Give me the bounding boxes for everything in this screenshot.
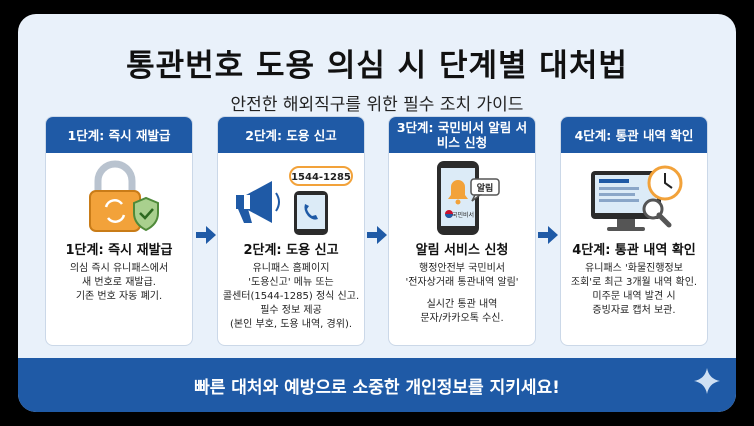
arrow-right-icon (196, 226, 216, 244)
step-title-1: 1단계: 즉시 재발급 (65, 243, 173, 258)
lock-shield-icon (89, 160, 159, 232)
svg-text:알림: 알림 (477, 182, 494, 194)
step-title-3: 알림 서비스 신청 (415, 243, 509, 258)
step-card-4: 4단계: 통관 내역 확인 4단계: 통관 내역 확인 유니패스 '화물진행정보… (560, 116, 708, 346)
megaphone-phone-icon: 1544-1285 (236, 166, 353, 235)
monitor-clock-icon (591, 165, 683, 231)
arrow-right-icon (367, 226, 387, 244)
step-desc-4: 유니패스 '화물진행정보 조회'로 최근 3개월 내역 확인. 미주문 내역 발… (570, 263, 698, 316)
step-card-1: 1단계: 즉시 재발급 1단계: 즉시 재발급 의심 즉시 유니패스에서 새 번… (45, 116, 193, 346)
smartphone-bell-icon: 국민비서 알림 (437, 161, 500, 235)
step-title-4: 4단계: 통관 내역 확인 (572, 243, 696, 258)
sparkle-icon (694, 368, 720, 394)
infographic-card: 통관번호 도용 의심 시 단계별 대처법 안전한 해외직구를 위한 필수 조치 … (18, 14, 736, 412)
step-header-1: 1단계: 즉시 재발급 (46, 117, 192, 153)
step-header-2: 2단계: 도용 신고 (218, 117, 364, 153)
svg-text:국민비서: 국민비서 (452, 211, 474, 219)
step-header-4: 4단계: 통관 내역 확인 (561, 117, 707, 153)
step-desc-2: 유니패스 홈페이지 '도용신고' 메뉴 또는 콜센터(1544-1285) 정식… (222, 263, 360, 330)
step-title-2: 2단계: 도용 신고 (243, 243, 339, 258)
step-desc-1: 의심 즉시 유니패스에서 새 번호로 재발급. 기존 번호 자동 폐기. (69, 263, 169, 302)
arrow-right-icon (538, 226, 558, 244)
page-title: 통관번호 도용 의심 시 단계별 대처법 (126, 48, 628, 84)
footer-banner: 빠른 대처와 예방으로 소중한 개인정보를 지키세요! (18, 358, 736, 412)
page-subtitle: 안전한 해외직구를 위한 필수 조치 가이드 (230, 95, 524, 115)
svg-text:1544-1285: 1544-1285 (291, 172, 351, 183)
step-card-2: 2단계: 도용 신고 1544-1285 2단계: 도용 신고 유니패스 홈페이… (217, 116, 365, 346)
step-header-3: 3단계: 국민비서 알림 서비스 신청 (389, 117, 535, 153)
step-desc-3: 행정안전부 국민비서 '전자상거래 통관내역 알림' 실시간 통관 내역 문자/… (405, 263, 519, 324)
step-card-3: 3단계: 국민비서 알림 서비스 신청 국민비서 알림 알림 서비스 신청 행정… (388, 116, 536, 346)
